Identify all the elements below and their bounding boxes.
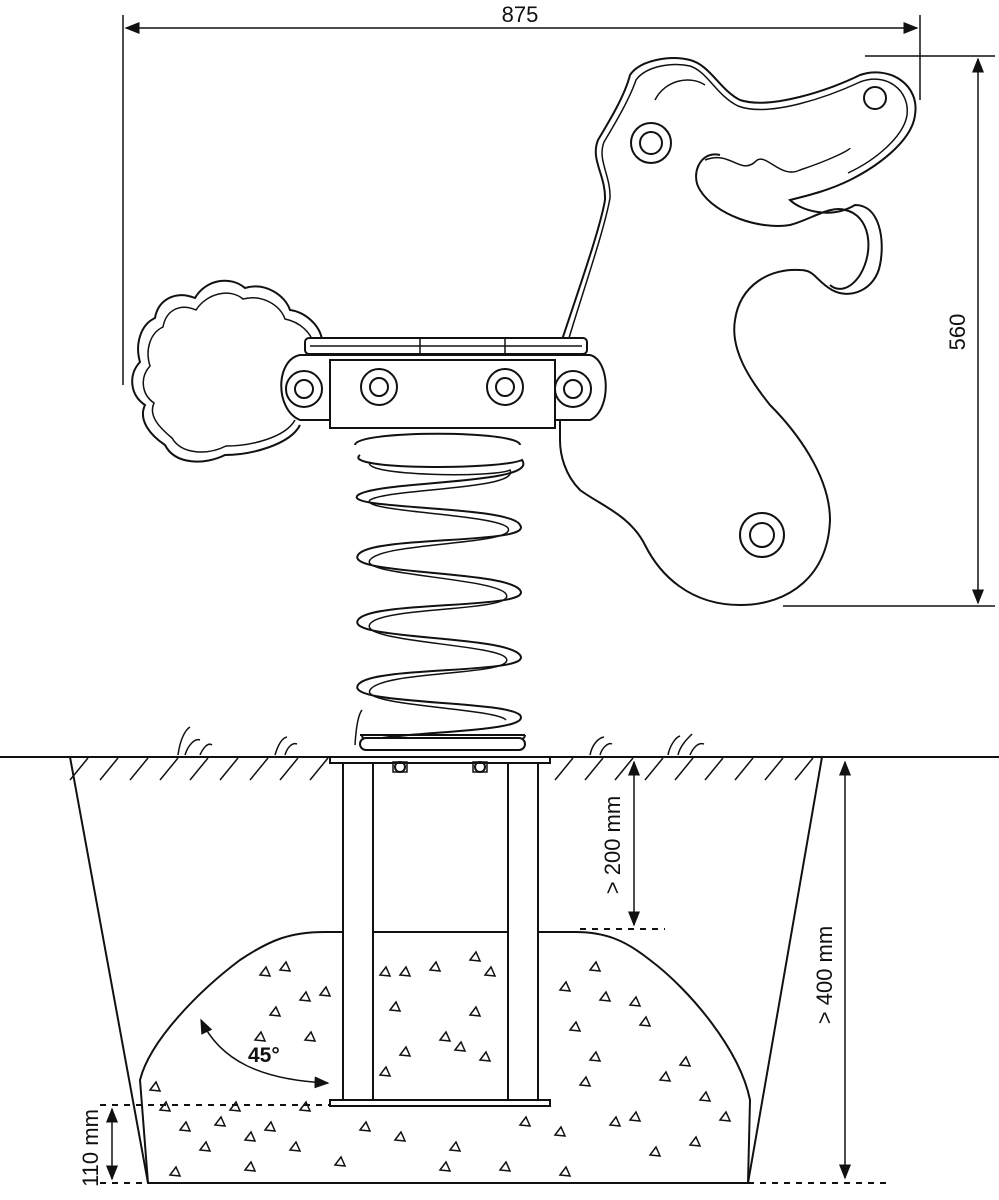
seat-assembly — [280, 337, 607, 429]
grass-tufts — [177, 709, 705, 756]
rocker-body — [559, 57, 917, 607]
foundation-pit — [69, 756, 823, 1184]
depth-total-dimension: > 400 mm — [748, 760, 890, 1184]
angle-label: 45° — [248, 1044, 280, 1067]
rocker-tail — [131, 279, 324, 463]
height-label: 560 — [945, 314, 970, 351]
angle-annotation: 45° — [200, 1018, 330, 1089]
depth-top-dimension: > 200 mm — [580, 760, 665, 930]
aggregate-marks — [148, 950, 732, 1177]
depth-total-label: > 400 mm — [812, 926, 837, 1024]
width-label: 875 — [502, 2, 539, 27]
spring — [354, 432, 526, 751]
depth-top-label: > 200 mm — [600, 796, 625, 894]
anchor-legs — [329, 756, 551, 1107]
width-dimension: 875 — [122, 2, 921, 385]
base-height-label: 110 mm — [78, 1109, 103, 1187]
base-height-dimension: 110 mm — [78, 1104, 330, 1187]
height-dimension: 560 — [783, 55, 995, 607]
